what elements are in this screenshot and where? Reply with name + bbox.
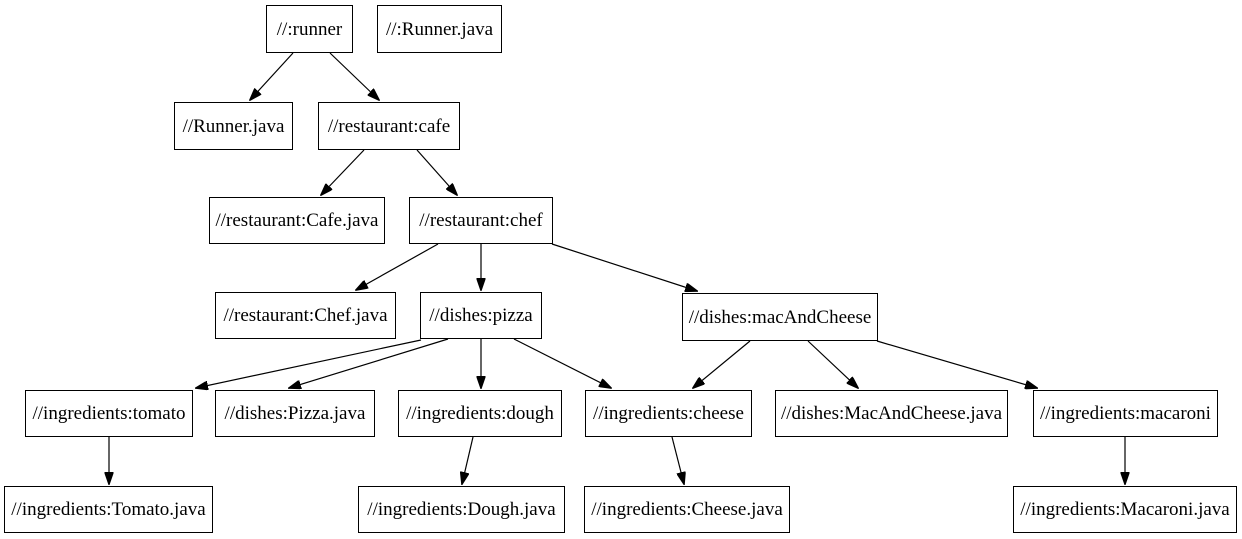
node-cafe-java: //restaurant:Cafe.java <box>209 197 385 244</box>
node-mac-and-cheese-java: //dishes:MacAndCheese.java <box>775 390 1008 437</box>
node-tomato-java: //ingredients:Tomato.java <box>4 486 213 533</box>
edge-mac-and-cheese-to-macaroni <box>876 340 1037 388</box>
node-chef-java: //restaurant:Chef.java <box>215 292 396 339</box>
node-cheese-java: //ingredients:Cheese.java <box>584 486 790 533</box>
node-macaroni: //ingredients:macaroni <box>1033 390 1218 437</box>
node-mac-and-cheese: //dishes:macAndCheese <box>682 293 878 341</box>
edge-pizza-to-pizza-java <box>289 338 449 388</box>
node-runner-java-file: //:Runner.java <box>377 5 502 53</box>
node-root-runner-java: //Runner.java <box>174 102 293 150</box>
edge-chef-to-mac-and-cheese <box>551 243 697 291</box>
node-chef: //restaurant:chef <box>409 197 553 244</box>
edge-cheese-to-cheese-java <box>671 436 684 484</box>
node-cafe: //restaurant:cafe <box>318 102 460 150</box>
node-runner: //:runner <box>266 5 353 53</box>
node-dough-java: //ingredients:Dough.java <box>358 486 565 533</box>
edge-dough-to-dough-java <box>462 436 474 484</box>
edge-chef-to-chef-java <box>356 243 439 290</box>
node-cheese: //ingredients:cheese <box>585 390 752 437</box>
edge-runner-to-cafe <box>329 52 379 100</box>
node-pizza: //dishes:pizza <box>420 292 542 339</box>
edge-cafe-to-cafe-java <box>321 149 365 195</box>
edge-pizza-to-tomato <box>196 339 422 388</box>
node-dough: //ingredients:dough <box>398 390 562 437</box>
node-pizza-java: //dishes:Pizza.java <box>215 390 375 437</box>
edge-runner-to-root-runner-java <box>250 52 294 100</box>
edge-pizza-to-cheese <box>513 338 611 388</box>
edge-mac-and-cheese-to-cheese <box>693 340 751 388</box>
edge-cafe-to-chef <box>416 149 457 195</box>
node-tomato: //ingredients:tomato <box>25 390 193 437</box>
edge-mac-and-cheese-to-mac-and-cheese-java <box>807 340 858 388</box>
node-macaroni-java: //ingredients:Macaroni.java <box>1013 486 1237 533</box>
